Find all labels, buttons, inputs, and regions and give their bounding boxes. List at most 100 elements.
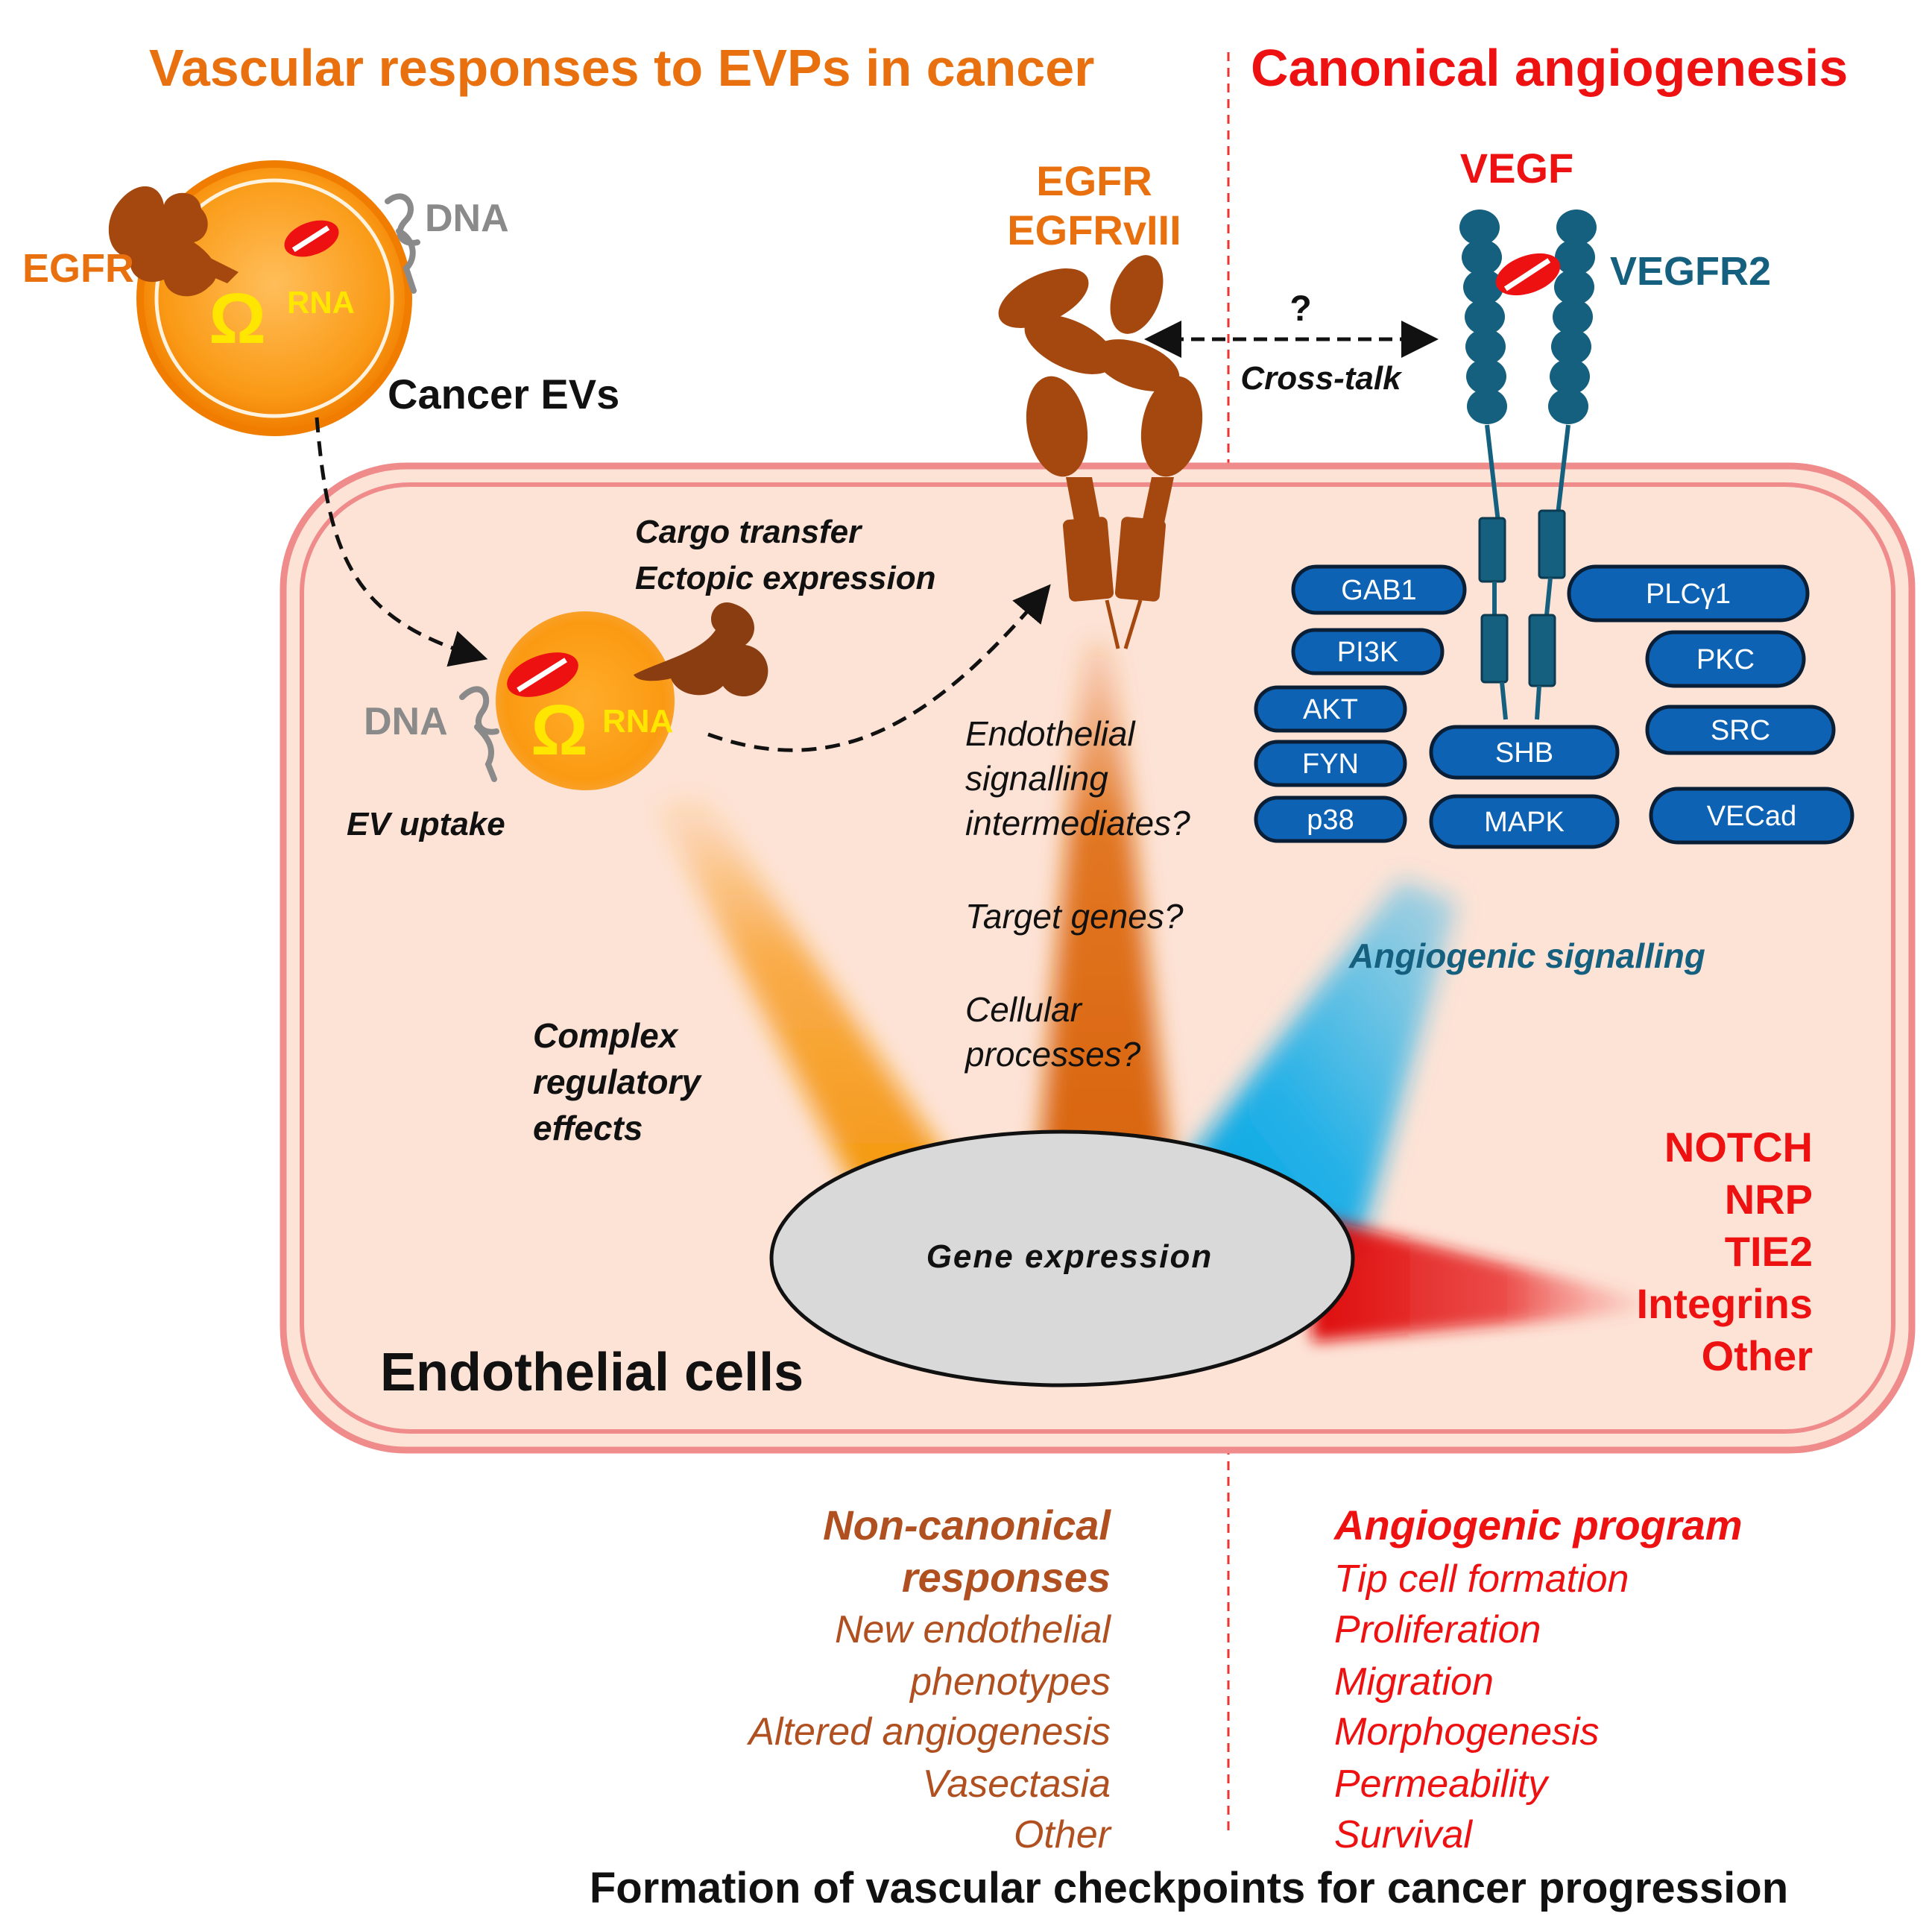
signaling-pill-label: FYN: [1302, 749, 1359, 780]
pathway-beam: [1312, 1215, 1640, 1342]
signaling-pill-label: AKT: [1303, 694, 1358, 725]
cell-label: Endothelial cells: [380, 1343, 804, 1402]
question-processes-line1: Cellular: [965, 990, 1083, 1029]
pathway-item: TIE2: [1725, 1228, 1813, 1275]
question-intermediates-line2: signalling: [965, 759, 1108, 798]
egfr-receptor: [998, 255, 1203, 649]
angiogenic-signalling-label: Angiogenic signalling: [1348, 936, 1705, 975]
pathway-item: Integrins: [1637, 1280, 1813, 1327]
ev-dna-label: DNA: [425, 197, 509, 240]
ev-rna-label: RNA: [287, 285, 355, 320]
angiogenic-program-item: Permeability: [1334, 1762, 1550, 1806]
cross-talk-question: ?: [1289, 289, 1311, 329]
signaling-pill-label: SHB: [1495, 737, 1553, 769]
question-processes-line2: processes?: [964, 1035, 1141, 1074]
egfr-molecule-icon: [108, 186, 217, 297]
angiogenic-program-heading: Angiogenic program: [1333, 1502, 1743, 1548]
egfrviii-label: EGFRvIII: [1007, 207, 1181, 253]
signaling-pill-label: GAB1: [1341, 575, 1416, 606]
signaling-pill-label: PI3K: [1337, 637, 1398, 668]
angiogenic-program: Angiogenic program Tip cell formation Pr…: [1333, 1502, 1743, 1856]
pathway-list: NOTCH NRP TIE2 Integrins Other: [1637, 1124, 1813, 1379]
signaling-pill-label: PKC: [1696, 644, 1755, 675]
signaling-pill-gab1: GAB1: [1291, 564, 1467, 615]
angiogenic-program-item: Proliferation: [1334, 1608, 1541, 1651]
left-heading: Vascular responses to EVPs in cancer: [149, 39, 1094, 97]
angiogenic-program-item: Tip cell formation: [1334, 1557, 1629, 1601]
signaling-pill-label: MAPK: [1484, 807, 1565, 838]
egfr-label: EGFR: [1036, 157, 1152, 204]
rna-omega-icon: Ω: [209, 279, 266, 359]
uptake-dna-label: DNA: [364, 700, 448, 743]
cancer-ev-caption: Cancer EVs: [388, 371, 619, 418]
uptake-rna-label: RNA: [602, 703, 673, 740]
non-canonical-item: phenotypes: [909, 1660, 1111, 1704]
non-canonical-responses: Non-canonical responses New endothelial …: [746, 1502, 1112, 1856]
egfr-molecule-icon: [634, 602, 768, 697]
non-canonical-item: New endothelial: [835, 1608, 1111, 1651]
footer-caption: Formation of vascular checkpoints for ca…: [590, 1864, 1788, 1912]
cancer-ev: Ω: [108, 160, 420, 436]
nucleus: [769, 1130, 1355, 1387]
non-canonical-item: Vasectasia: [923, 1762, 1111, 1806]
ev-beam: [656, 790, 969, 1208]
vegfr2-right-chain: [1528, 209, 1597, 720]
rna-omega-icon: Ω: [531, 690, 588, 770]
signalling-questions: Endothelial signalling intermediates? Ta…: [964, 714, 1190, 1074]
signaling-pill-plcγ1: PLCγ1: [1567, 564, 1810, 623]
signaling-pill-akt: AKT: [1254, 685, 1407, 733]
non-canonical-item: Other: [1014, 1813, 1113, 1856]
signal-beams: [656, 641, 1640, 1342]
signaling-pill-vecad: VECad: [1649, 787, 1854, 845]
red-particle: [507, 652, 578, 697]
signaling-pill-mapk: MAPK: [1429, 794, 1620, 849]
signaling-pill-label: VECad: [1707, 801, 1796, 832]
signaling-pill-pi3k: PI3K: [1291, 628, 1445, 675]
pathway-item: Other: [1702, 1332, 1813, 1379]
dna-strand-icon: [459, 686, 499, 782]
cross-talk-label: Cross-talk: [1240, 360, 1403, 397]
complex-effects-label: Complex regulatory effects: [533, 1016, 702, 1147]
signaling-pill-p38: p38: [1254, 795, 1407, 843]
non-canonical-heading-line2: responses: [902, 1554, 1111, 1601]
question-intermediates-line1: Endothelial: [965, 714, 1136, 753]
ev-egfr-label: EGFR: [22, 246, 134, 291]
signaling-pill-shb: SHB: [1429, 725, 1620, 780]
pathway-item: NOTCH: [1664, 1124, 1813, 1171]
uptake-to-egfr-arrow: [707, 584, 1051, 752]
angiogenic-program-item: Morphogenesis: [1334, 1710, 1600, 1754]
signaling-pill-src: SRC: [1645, 705, 1836, 755]
vegfr2-receptor: [1459, 209, 1597, 720]
ev-to-uptake-arrow: [315, 417, 488, 667]
complex-effects-line: effects: [533, 1109, 643, 1147]
ectopic-expression-label: Ectopic expression: [635, 560, 935, 596]
angiogenic-program-item: Survival: [1334, 1813, 1473, 1856]
right-heading: Canonical angiogenesis: [1251, 39, 1848, 97]
signaling-pill-label: p38: [1307, 804, 1354, 836]
uptaken-ev: Ω: [459, 602, 768, 790]
complex-effects-line: Complex: [533, 1016, 680, 1055]
non-canonical-heading-line1: Non-canonical: [823, 1502, 1111, 1548]
signaling-pill-fyn: FYN: [1254, 740, 1407, 787]
angiogenic-program-item: Migration: [1334, 1660, 1494, 1704]
ev-uptake-label: EV uptake: [347, 806, 505, 842]
non-canonical-item: Altered angiogenesis: [746, 1710, 1111, 1754]
signaling-pill-label: SRC: [1711, 715, 1770, 746]
cargo-transfer-label: Cargo transfer: [635, 514, 863, 550]
vegf-ligand: [1495, 253, 1561, 296]
egfr-beam: [1036, 641, 1174, 1193]
vegfr2-label: VEGFR2: [1610, 249, 1771, 294]
vegf-label: VEGF: [1460, 145, 1573, 192]
vegfr2-left-chain: [1459, 209, 1509, 720]
complex-effects-line: regulatory: [533, 1062, 702, 1101]
question-target-genes: Target genes?: [965, 897, 1184, 936]
question-intermediates-line3: intermediates?: [965, 804, 1190, 842]
pathway-item: NRP: [1725, 1176, 1813, 1223]
signaling-pill-pkc: PKC: [1645, 630, 1806, 688]
nucleus-label: Gene expression: [926, 1238, 1213, 1275]
signaling-pill-label: PLCγ1: [1646, 579, 1731, 610]
dna-strand-icon: [385, 193, 420, 294]
red-particle: [284, 220, 339, 257]
